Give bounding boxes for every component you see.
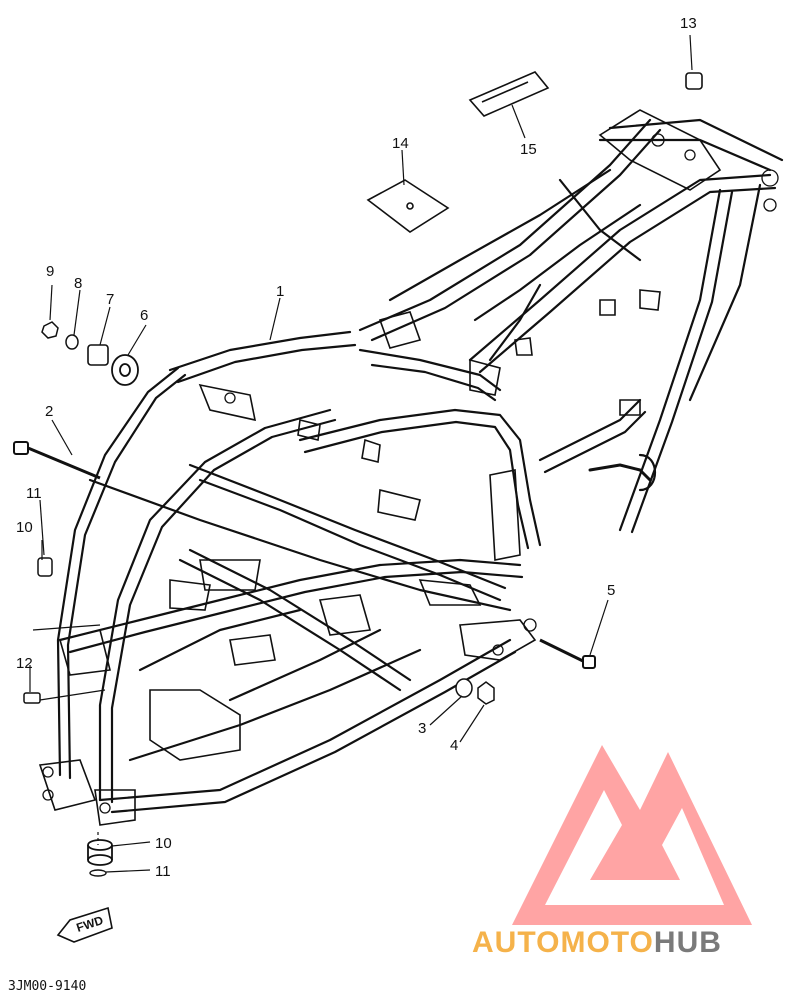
callout-7: 7 — [106, 291, 114, 308]
part-14-plate-icon — [366, 179, 450, 233]
leader-lines — [29, 34, 693, 873]
part-9-nut-icon — [41, 321, 59, 339]
callout-13: 13 — [680, 15, 697, 32]
part-5-bolt-icon — [539, 638, 596, 669]
callout-2: 2 — [45, 403, 53, 420]
part-13-cap-icon — [685, 72, 703, 90]
callout-12: 12 — [16, 655, 33, 672]
part-10-lower-rubber-icon — [87, 839, 113, 866]
callout-11-upper: 11 — [26, 485, 42, 502]
callout-6: 6 — [140, 307, 148, 324]
part-8-washer-icon — [65, 334, 79, 350]
part-11-circlip-icon — [89, 869, 107, 877]
callout-9: 9 — [46, 263, 54, 280]
part-7-collar-icon — [87, 344, 109, 366]
callout-10-upper: 10 — [16, 519, 33, 536]
callout-14: 14 — [392, 135, 409, 152]
part-4-nut-icon — [477, 681, 495, 705]
frame-brackets — [38, 109, 722, 826]
drawing-code: 3JM00-9140 — [8, 979, 86, 994]
part-2-long-bolt-icon — [13, 441, 101, 480]
watermark-word-auto: AUTO — [472, 926, 560, 959]
watermark-word-hub: HUB — [654, 926, 722, 959]
callout-4: 4 — [450, 737, 458, 754]
callout-3: 3 — [418, 720, 426, 737]
callout-15: 15 — [520, 141, 537, 158]
frame-assembly — [56, 118, 784, 814]
callout-11-lower: 11 — [155, 863, 171, 880]
callout-5: 5 — [607, 582, 615, 599]
watermark-word-moto: MOTO — [560, 926, 653, 959]
part-6-bushing-icon — [111, 354, 139, 386]
part-15-label-plate-icon — [468, 71, 550, 117]
watermark-text: AUTOMOTOHUB — [472, 926, 722, 959]
frame-holes — [42, 133, 779, 814]
part-3-washer-icon — [455, 678, 473, 698]
callout-1: 1 — [276, 283, 284, 300]
watermark-logo-icon — [512, 745, 752, 925]
fwd-arrow-icon: FWD — [56, 906, 113, 943]
part-12-nut-icon — [23, 692, 41, 704]
callout-10-lower: 10 — [155, 835, 172, 852]
part-10-upper-rubber-icon — [37, 557, 53, 577]
callout-8: 8 — [74, 275, 82, 292]
callout-labels: 1 2 3 4 5 6 7 8 9 10 10 11 11 12 13 14 1… — [16, 15, 697, 880]
